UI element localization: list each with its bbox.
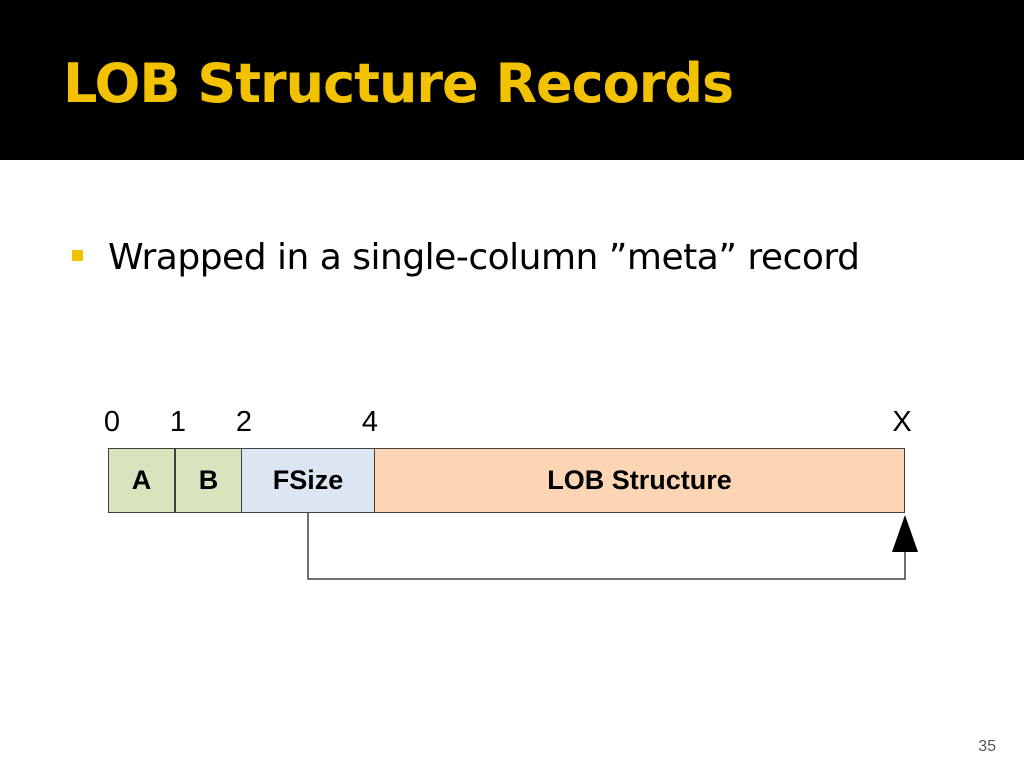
slide-title: LOB Structure Records (63, 52, 734, 115)
square-bullet-icon (72, 249, 83, 261)
connector-line (307, 513, 906, 580)
arrow-up-icon (892, 515, 918, 552)
bullet-item: Wrapped in a single-column ”meta” record (72, 232, 860, 282)
offset-label-0: 0 (103, 406, 121, 438)
offset-label-1: 1 (169, 406, 187, 438)
offset-label-4: 4 (361, 406, 379, 438)
bullet-text: Wrapped in a single-column ”meta” record (108, 236, 860, 278)
offset-label-2: 2 (235, 406, 253, 438)
offset-label-x: X (892, 406, 912, 438)
title-bar: LOB Structure Records (0, 0, 1024, 160)
field-fsize: FSize (241, 448, 375, 513)
field-b: B (175, 448, 242, 513)
field-lob-structure: LOB Structure (374, 448, 905, 513)
page-number: 35 (978, 738, 996, 755)
field-a: A (108, 448, 175, 513)
